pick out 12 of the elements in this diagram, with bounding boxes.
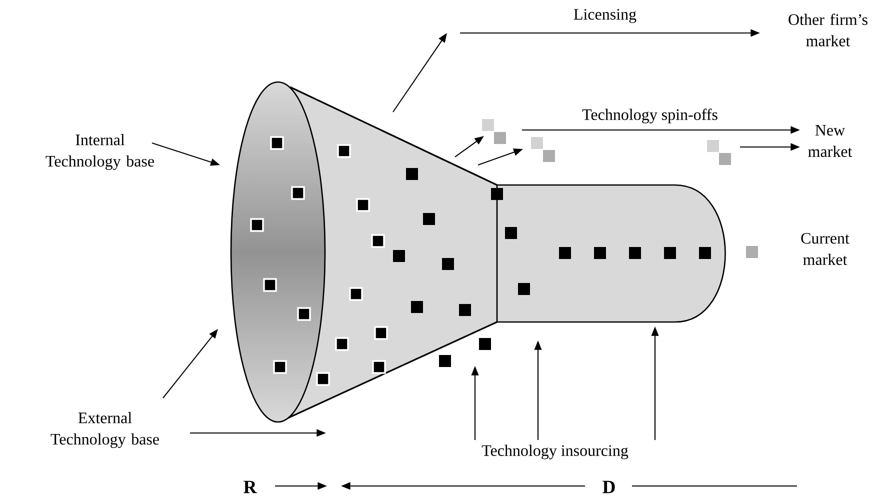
source-label: Internal Technology base (46, 134, 154, 170)
dimension-label: D (602, 480, 615, 494)
edge-label: Licensing (574, 8, 636, 24)
insourcing-label: Technology insourcing (482, 444, 628, 460)
source-label: External Technology base (50, 412, 159, 448)
market-label: Current market (801, 232, 850, 266)
tube-drawing (491, 184, 726, 323)
funnel-drawing (230, 81, 498, 423)
market-label: New market (808, 125, 852, 157)
dimension-label: R (244, 480, 257, 494)
edge-label: Technology spin-offs (582, 108, 718, 124)
market-label: Other firm’s market (788, 14, 868, 46)
